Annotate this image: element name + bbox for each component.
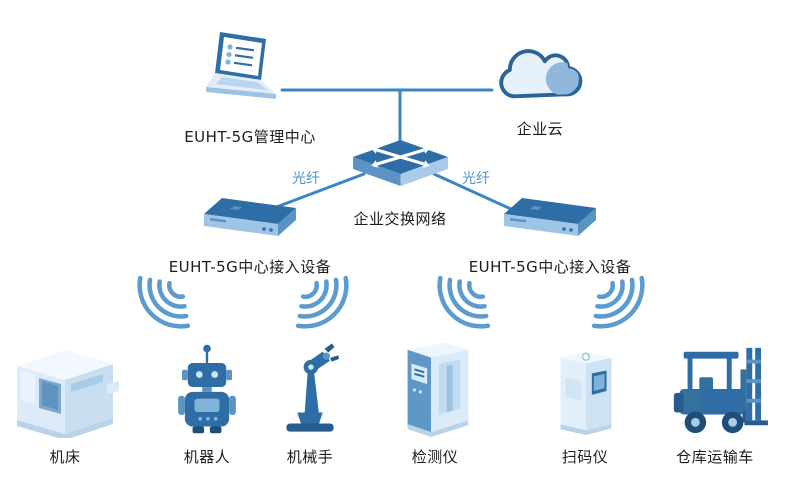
access-device-left-label: EUHT-5G中心接入设备 (168, 258, 332, 276)
cloud-icon (484, 36, 596, 110)
node-access-device-left: EUHT-5G中心接入设备 (165, 198, 335, 277)
switch-icon (352, 140, 448, 200)
device-forklift: 仓库运输车 (650, 342, 780, 467)
robot-icon (171, 342, 243, 438)
forklift-label: 仓库运输车 (676, 448, 754, 466)
detector-icon (391, 342, 479, 438)
node-management-center: EUHT-5G管理中心 (168, 28, 332, 147)
node-enterprise-switch: 企业交换网络 (352, 140, 448, 229)
device-robot: 机器人 (142, 342, 272, 467)
scanner-icon (546, 342, 624, 438)
machine-tool-label: 机床 (49, 448, 81, 466)
device-detector: 检测仪 (370, 342, 500, 467)
access-device-icon (504, 198, 596, 248)
forklift-icon (659, 342, 771, 438)
machine-tool-icon (9, 342, 121, 438)
wifi-signal-icon (281, 266, 355, 334)
scanner-label: 扫码仪 (561, 448, 609, 466)
detector-label: 检测仪 (411, 448, 459, 466)
node-access-device-right: EUHT-5G中心接入设备 (465, 198, 635, 277)
management-center-label: EUHT-5G管理中心 (184, 128, 316, 146)
laptop-icon (198, 28, 302, 118)
access-device-right-label: EUHT-5G中心接入设备 (468, 258, 632, 276)
enterprise-cloud-label: 企业云 (516, 120, 564, 138)
device-scanner: 扫码仪 (520, 342, 650, 467)
fiber-left-label: 光纤 (292, 171, 320, 187)
node-enterprise-cloud: 企业云 (468, 36, 612, 139)
access-device-icon (204, 198, 296, 248)
fiber-right-label: 光纤 (462, 171, 490, 187)
robot-label: 机器人 (183, 448, 231, 466)
fiber-right-line (432, 172, 524, 216)
wifi-signal-icon (577, 266, 651, 334)
robotic-arm-icon (268, 342, 352, 438)
robotic-arm-label: 机械手 (286, 448, 334, 466)
device-machine-tool: 机床 (0, 342, 130, 467)
enterprise-switch-label: 企业交换网络 (353, 210, 447, 228)
device-robotic-arm: 机械手 (245, 342, 375, 467)
wifi-signal-icon (131, 266, 205, 334)
wifi-signal-icon (431, 266, 505, 334)
